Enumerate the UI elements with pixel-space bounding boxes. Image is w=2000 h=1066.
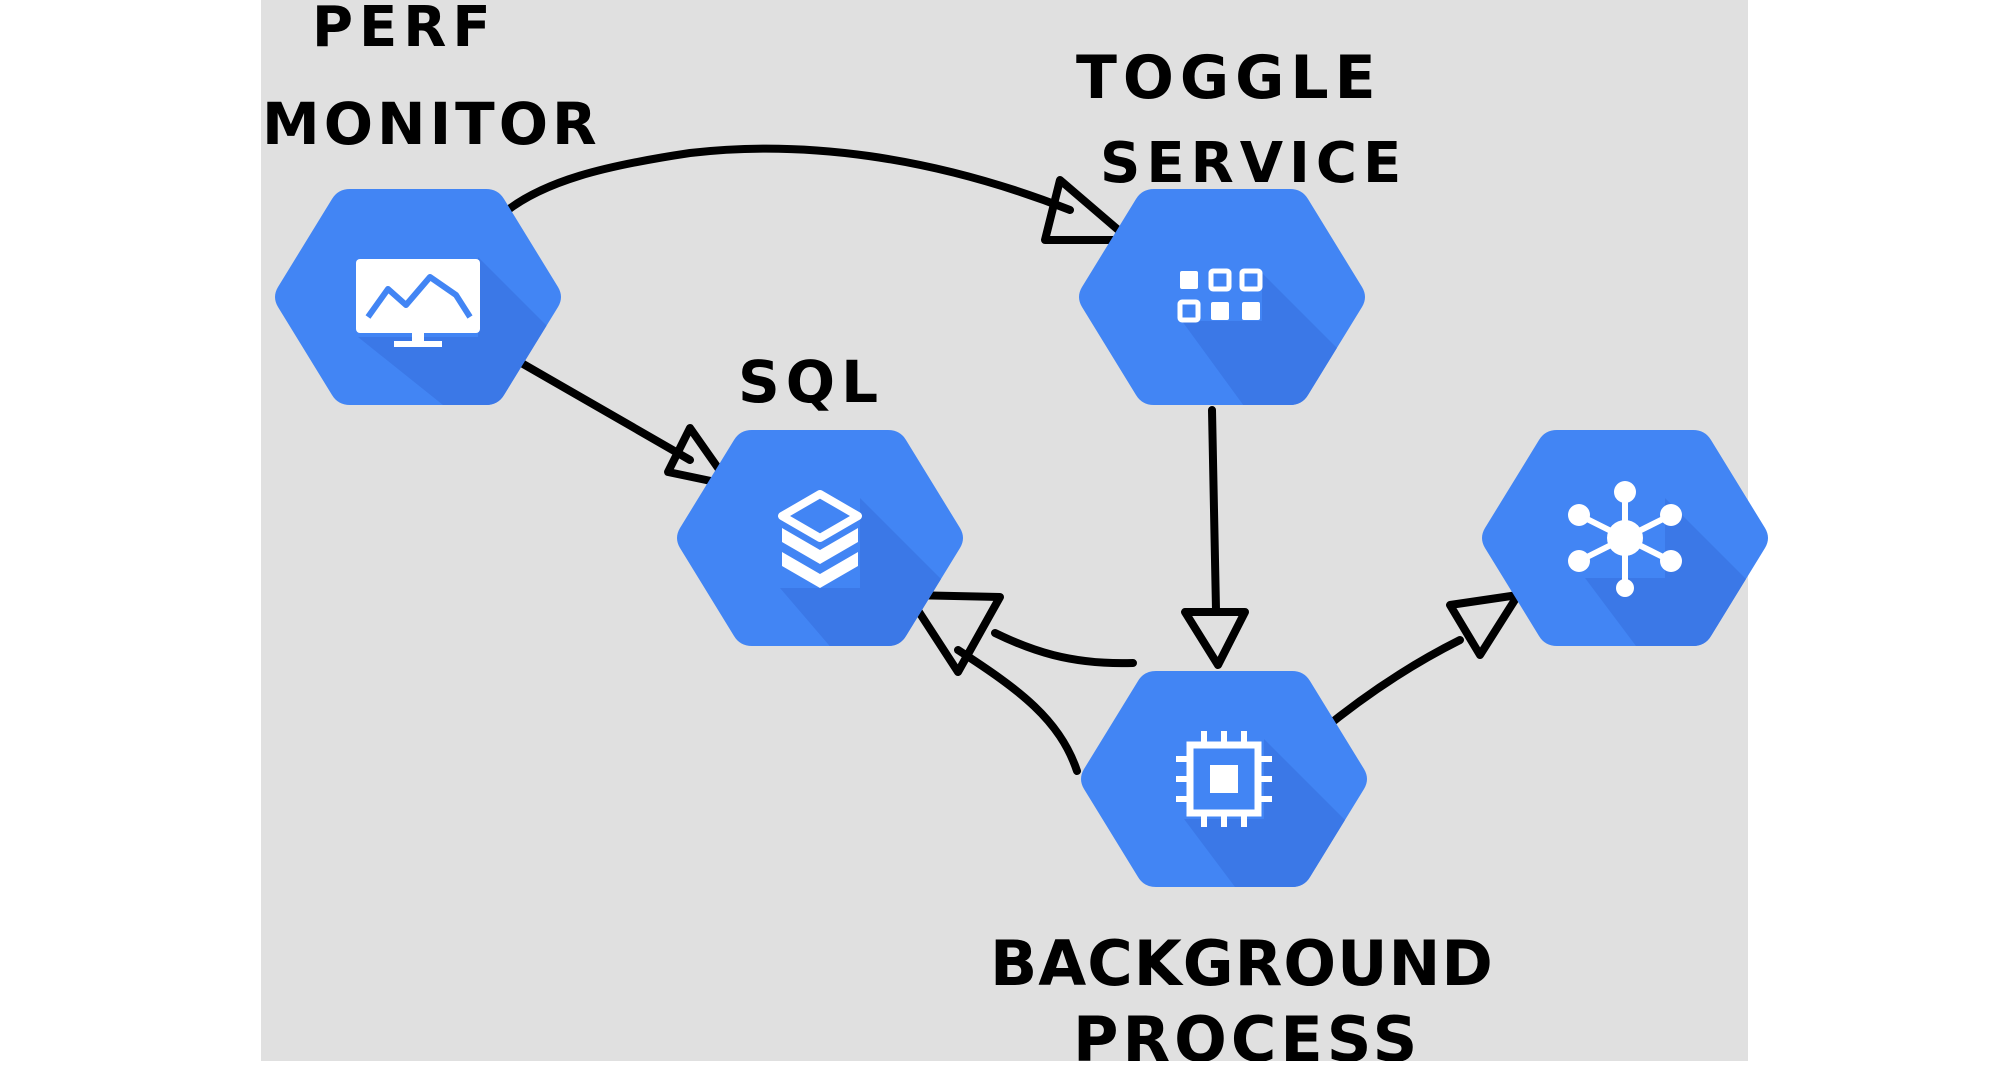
- edge-background-to-hub: [1316, 636, 1464, 736]
- label-perf-monitor-line2: MONITOR: [262, 90, 601, 158]
- label-toggle-service-line2: SERVICE: [1100, 131, 1407, 196]
- label-perf-monitor-line1: PERF: [312, 0, 497, 60]
- arrowhead-toggle: [1041, 176, 1134, 244]
- edge-toggle-to-background: [1208, 406, 1220, 614]
- cpu-chip-icon: [1176, 731, 1272, 827]
- arrowhead-hub: [1446, 591, 1522, 659]
- edges: [494, 144, 1522, 775]
- network-hub-icon: [1568, 481, 1682, 597]
- arrowhead-background: [1181, 608, 1249, 669]
- arrowhead-sql-from-background: [904, 591, 1004, 676]
- stacked-layers-icon: [778, 490, 862, 588]
- monitor-chart-icon: [356, 259, 480, 347]
- app-grid-icon: [1177, 268, 1263, 323]
- edge-background-to-sql-lower: [954, 646, 1081, 775]
- arrowhead-sql-from-perf: [664, 424, 734, 489]
- edge-perf-to-sql: [507, 353, 694, 464]
- label-sql: SQL: [738, 348, 884, 416]
- label-background-process-line1: BACKGROUND: [990, 927, 1494, 1000]
- edge-background-to-sql-upper: [991, 629, 1137, 668]
- edge-perf-to-toggle: [494, 144, 1074, 222]
- label-toggle-service-line1: TOGGLE: [1076, 43, 1382, 113]
- label-background-process-line2: PROCESS: [1073, 1003, 1421, 1061]
